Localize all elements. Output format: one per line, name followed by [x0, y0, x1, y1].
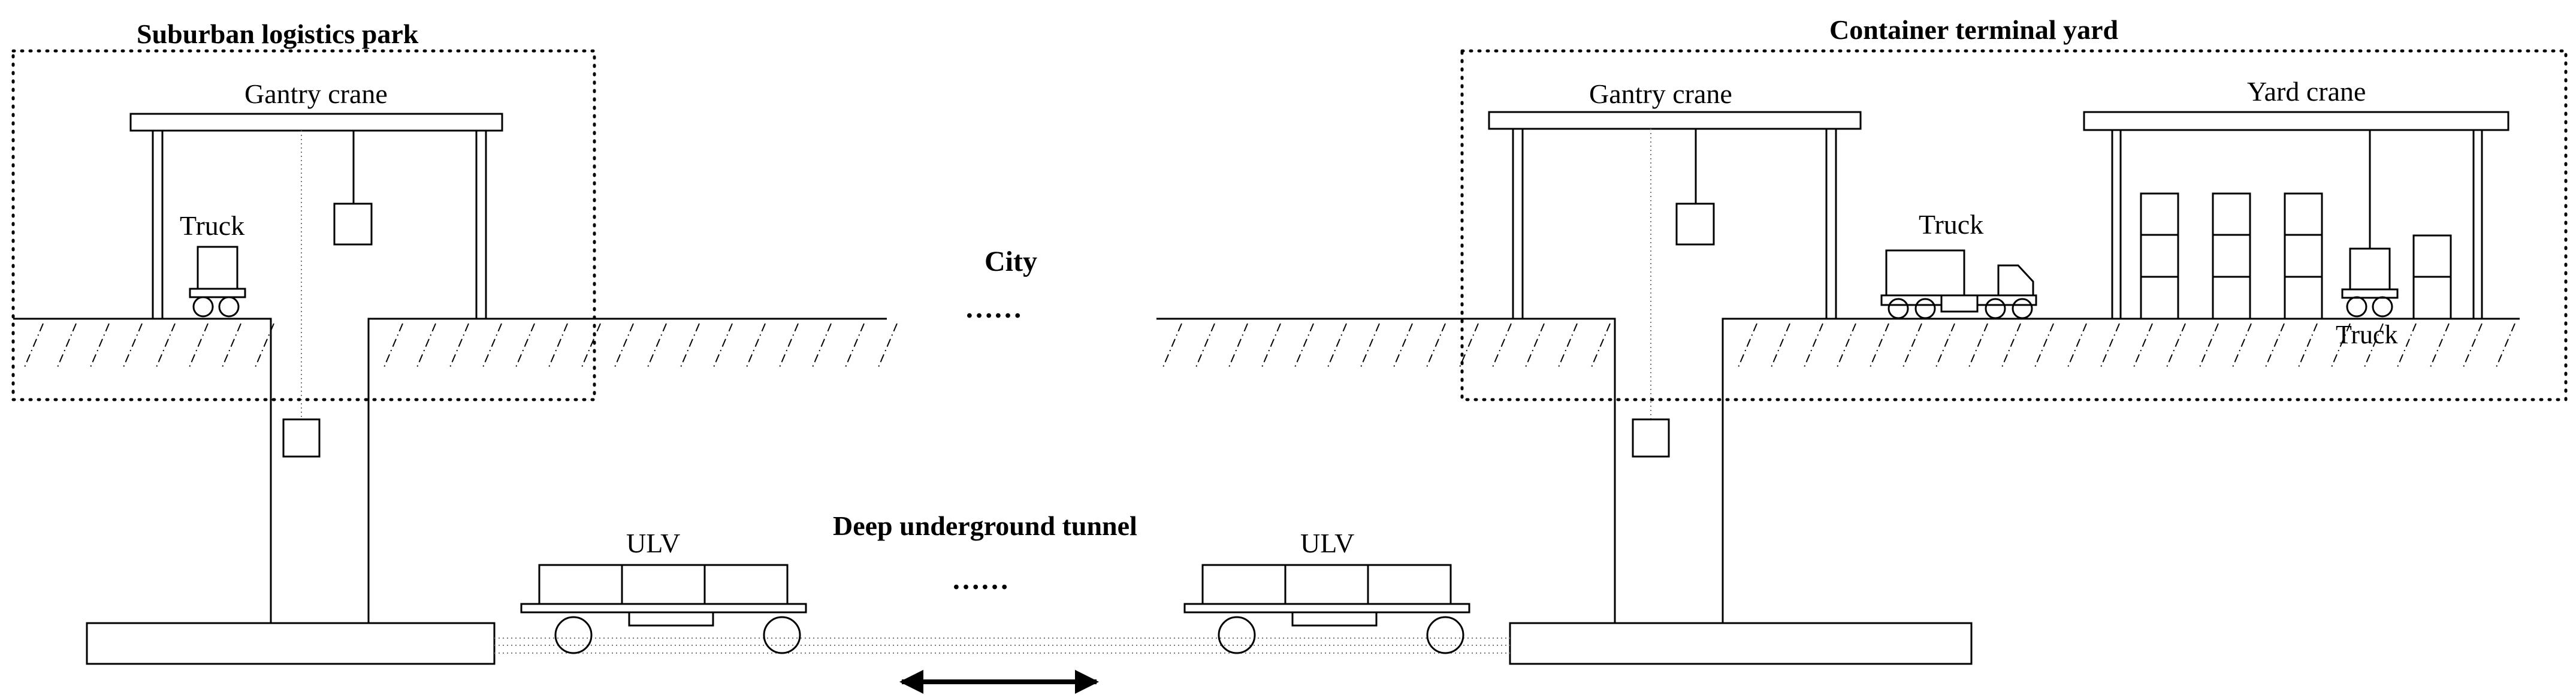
ground-hatch-mark [2100, 323, 2120, 369]
ground-hatch-mark [1261, 323, 1281, 369]
ground-hatch-mark [23, 323, 44, 369]
gantry-crane-left-label: Gantry crane [244, 78, 388, 109]
ulv-left-label: ULV [626, 528, 680, 558]
ground-hatch-mark [1836, 323, 1856, 369]
ground-hatch-mark [1968, 323, 1988, 369]
ground-hatch-mark [2462, 323, 2483, 369]
truck-yard [2341, 247, 2399, 318]
tunnel-label: Deep underground tunnel [833, 510, 1137, 541]
container-stacks [2140, 192, 2452, 320]
ground-hatch-mark [680, 323, 700, 369]
ground-hatch-mark [2396, 323, 2417, 369]
truck-mid-label: Truck [1919, 209, 1983, 240]
ground-hatch-mark [778, 323, 799, 369]
ground-hatch-mark [811, 323, 832, 369]
ground-hatch-mark [2495, 323, 2515, 369]
ground-hatch-mark [2034, 323, 2054, 369]
ground-hatch-mark [1458, 323, 1479, 369]
ground-hatch-mark [1770, 323, 1790, 369]
truck-mid [1880, 249, 2037, 319]
ground-hatch-mark [2198, 323, 2219, 369]
ground-hatch-mark [1737, 323, 1757, 369]
truck-left-label: Truck [180, 210, 244, 241]
ground-hatch-mark [2166, 323, 2186, 369]
tunnel-ellipsis: …… [952, 564, 1009, 596]
ground-hatch-mark [712, 323, 733, 369]
suburban-park-title: Suburban logistics park [137, 19, 419, 49]
ground-hatch-mark [614, 323, 634, 369]
ground-hatch-mark [647, 323, 667, 369]
ground-hatch-mark [1524, 323, 1545, 369]
ground-hatch-mark [581, 323, 601, 369]
ground-hatch-mark [89, 323, 110, 369]
ground-hatch-mark [1360, 323, 1380, 369]
ground-hatch-mark [1162, 323, 1182, 369]
terminal-yard-region [1460, 49, 2568, 401]
city-label: City [985, 246, 1037, 277]
suburban-park-region [11, 49, 596, 401]
ground-hatch-mark [1902, 323, 1922, 369]
ground-hatch-mark [515, 323, 535, 369]
ground-hatch-mark [1803, 323, 1823, 369]
ground-hatch-mark [1557, 323, 1578, 369]
ground-hatch-mark [221, 323, 241, 369]
ground-hatch-mark [2429, 323, 2450, 369]
ulv-right [1183, 564, 1470, 654]
ground-hatch-mark [1935, 323, 1955, 369]
ground-hatch-mark [1294, 323, 1314, 369]
ground-hatch-mark [449, 323, 469, 369]
gantry-crane-right-label: Gantry crane [1589, 78, 1732, 109]
city-ellipsis: …… [965, 292, 1022, 324]
ground-hatch-mark [482, 323, 502, 369]
ground-hatch-mark [416, 323, 436, 369]
ground-hatch-mark [548, 323, 568, 369]
yard-crane-label: Yard crane [2247, 76, 2366, 107]
left-shaft-base [86, 622, 496, 665]
gantry-crane-right [1488, 111, 1862, 458]
gantry-crane-left [129, 113, 503, 458]
ulv-right-label: ULV [1300, 528, 1354, 558]
right-shaft-base [1509, 622, 1973, 665]
ground-hatch-mark [1195, 323, 1215, 369]
ground-hatch-mark [2363, 323, 2384, 369]
ground-hatch-mark [1590, 323, 1611, 369]
ground-hatch-mark [188, 323, 209, 369]
ground-hatch-mark [254, 323, 274, 369]
ground-hatch-mark [1869, 323, 1889, 369]
ground-hatch-mark [383, 323, 403, 369]
ground-hatch-mark [2001, 323, 2021, 369]
ground-hatch-mark [122, 323, 143, 369]
ground-hatch-mark [877, 323, 898, 369]
ground-hatch-mark [1426, 323, 1446, 369]
ground-hatch-mark [844, 323, 865, 369]
ground-hatch-mark [56, 323, 77, 369]
ground-hatch-mark [2231, 323, 2252, 369]
ground-hatch-mark [1491, 323, 1512, 369]
ground-surface [13, 318, 2520, 623]
ground-hatch-mark [2330, 323, 2351, 369]
truck-yard-label: Truck [2336, 320, 2398, 349]
ground-hatch-mark [2297, 323, 2318, 369]
tunnel-track [494, 637, 1510, 654]
ground-hatch-mark [1327, 323, 1347, 369]
ground-hatch-mark [1228, 323, 1248, 369]
ground-hatching [23, 323, 2515, 369]
truck-left [189, 246, 246, 318]
ground-hatch-mark [2264, 323, 2285, 369]
terminal-yard-title: Container terminal yard [1829, 14, 2119, 45]
yard-crane [2083, 111, 2509, 320]
ulv-left [520, 564, 807, 654]
ground-hatch-mark [1393, 323, 1413, 369]
ground-hatch-mark [745, 323, 766, 369]
ground-hatch-mark [2133, 323, 2153, 369]
ground-hatch-mark [155, 323, 176, 369]
ground-hatch-mark [2067, 323, 2087, 369]
